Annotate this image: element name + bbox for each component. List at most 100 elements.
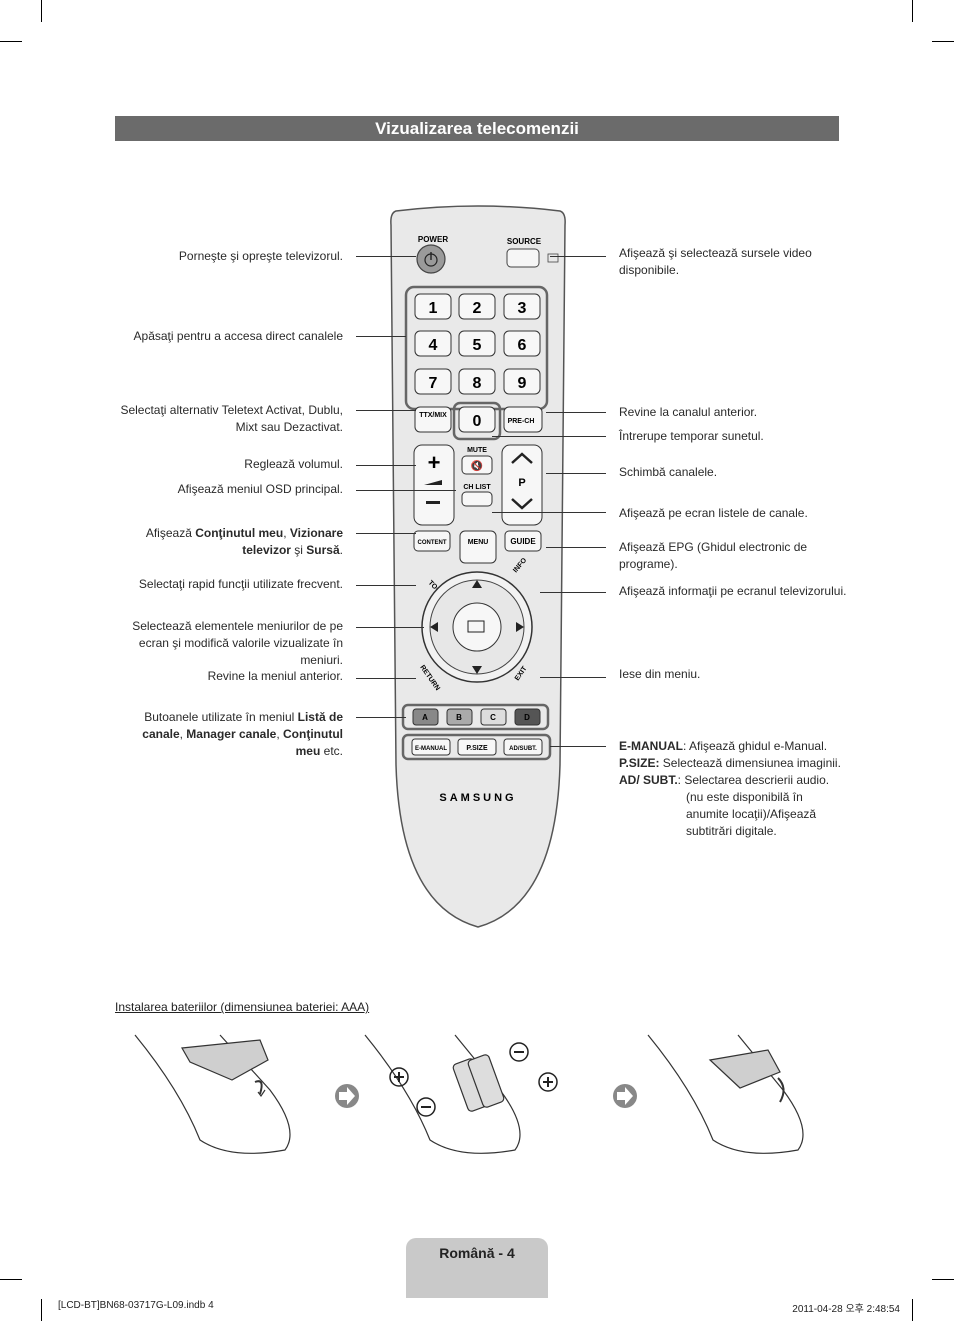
source-icon bbox=[547, 253, 559, 263]
digit-9: 9 bbox=[518, 375, 527, 392]
mute-description: Întrerupe temporar sunetul. bbox=[619, 429, 764, 443]
mute-label: MUTE bbox=[467, 447, 487, 454]
digit-2-button[interactable] bbox=[458, 293, 496, 320]
ttx-mix-label: TTX/MIX bbox=[419, 412, 447, 419]
footer-tab bbox=[406, 1238, 548, 1298]
enter-button[interactable] bbox=[452, 602, 502, 652]
content-button[interactable] bbox=[413, 530, 451, 552]
nav-left-icon[interactable] bbox=[430, 622, 438, 632]
digit-8: 8 bbox=[473, 375, 482, 392]
color-keys-description: Butoanele utilizate în meniul Listă de c… bbox=[142, 710, 343, 758]
nav-down-icon[interactable] bbox=[472, 666, 482, 674]
digit-8-button[interactable] bbox=[458, 368, 496, 395]
digit-5-button[interactable] bbox=[458, 330, 496, 357]
plus-icon bbox=[389, 1067, 409, 1087]
pre-ch-description: Revine la canalul anterior. bbox=[619, 405, 758, 419]
nav-up-icon[interactable] bbox=[472, 580, 482, 588]
ch-list-description: Afişează pe ecran listele de canale. bbox=[619, 506, 808, 520]
enter-icon bbox=[467, 620, 485, 633]
digit-0-button[interactable] bbox=[458, 406, 496, 433]
power-description: Porneşte şi opreşte televizorul. bbox=[178, 249, 343, 263]
leader-line bbox=[546, 547, 606, 548]
pre-ch-button[interactable] bbox=[503, 406, 543, 433]
crop-mark bbox=[41, 0, 42, 22]
leader-line bbox=[546, 412, 606, 413]
color-key-a[interactable] bbox=[412, 708, 439, 726]
ttx-mix-button[interactable] bbox=[414, 406, 452, 433]
battery-heading: Instalarea bateriilor (dimensiunea bater… bbox=[115, 1000, 370, 1014]
ttx-description: Selectaţi alternativ Teletext Activat, D… bbox=[120, 403, 343, 434]
nav-right-icon[interactable] bbox=[516, 622, 524, 632]
volume-down-icon bbox=[426, 501, 440, 504]
digit-3-button[interactable] bbox=[503, 293, 541, 320]
crop-mark bbox=[912, 0, 913, 22]
minus-icon bbox=[509, 1042, 529, 1062]
p-size-button[interactable] bbox=[457, 738, 497, 756]
pre-ch-label: PRE-CH bbox=[508, 418, 535, 425]
crop-mark bbox=[41, 1299, 42, 1321]
digit-4-button[interactable] bbox=[414, 330, 452, 357]
guide-label: GUIDE bbox=[510, 537, 536, 546]
guide-button[interactable] bbox=[504, 530, 542, 552]
leader-line bbox=[356, 490, 456, 491]
crop-mark bbox=[912, 1299, 913, 1321]
color-key-d[interactable] bbox=[514, 708, 541, 726]
digit-6: 6 bbox=[518, 337, 527, 354]
ch-list-button[interactable] bbox=[461, 491, 493, 507]
page-title: Vizualizarea telecomenzii bbox=[115, 116, 839, 141]
power-label: POWER bbox=[418, 235, 448, 244]
color-key-b[interactable] bbox=[446, 708, 473, 726]
menu-button[interactable] bbox=[459, 530, 497, 564]
digit-9-button[interactable] bbox=[503, 368, 541, 395]
leader-line bbox=[356, 678, 416, 679]
return-description: Revine la meniul anterior. bbox=[207, 669, 343, 683]
channel-rocker[interactable] bbox=[501, 444, 543, 526]
color-key-d-label: D bbox=[524, 713, 530, 722]
leader-line bbox=[356, 533, 416, 534]
crop-mark bbox=[0, 1279, 22, 1280]
leader-line bbox=[356, 256, 416, 257]
source-button[interactable] bbox=[506, 248, 540, 268]
channel-up-icon bbox=[511, 452, 533, 464]
ad-subt-label: AD/SUBT. bbox=[509, 746, 537, 752]
exit-description: Iese din meniu. bbox=[619, 667, 701, 681]
color-key-c[interactable] bbox=[480, 708, 507, 726]
crop-mark bbox=[0, 41, 22, 42]
content-label: CONTENT bbox=[418, 540, 447, 546]
mute-icon: 🔇 bbox=[471, 459, 483, 472]
menu-label: MENU bbox=[468, 539, 489, 546]
leader-line bbox=[356, 717, 406, 718]
digit-1-button[interactable] bbox=[414, 293, 452, 320]
page-number: Română - 4 bbox=[439, 1245, 515, 1261]
channel-description: Schimbă canalele. bbox=[619, 465, 718, 479]
leader-line bbox=[356, 627, 424, 628]
mute-button[interactable] bbox=[461, 455, 493, 475]
remote-control-illustration: POWER SOURCE 1 2 3 4 5 6 7 8 9 0 TTX/MIX… bbox=[390, 205, 566, 928]
volume-ramp-icon bbox=[424, 480, 442, 485]
e-manual-button[interactable] bbox=[411, 738, 451, 756]
volume-up-icon: + bbox=[428, 450, 441, 475]
digit-2: 2 bbox=[473, 300, 482, 317]
digit-7-button[interactable] bbox=[414, 368, 452, 395]
digit-4: 4 bbox=[429, 337, 438, 354]
digit-1: 1 bbox=[429, 300, 438, 317]
color-key-c-label: C bbox=[490, 713, 496, 722]
leader-line bbox=[356, 585, 416, 586]
digit-7: 7 bbox=[429, 375, 438, 392]
leader-line bbox=[356, 410, 416, 411]
leader-line bbox=[546, 473, 606, 474]
crop-mark bbox=[932, 1279, 954, 1280]
leader-line bbox=[492, 436, 606, 437]
function-keys-description: E-MANUAL: Afişează ghidul e-Manual. P.SI… bbox=[619, 739, 841, 838]
leader-line bbox=[492, 512, 606, 513]
digit-3: 3 bbox=[518, 300, 527, 317]
ad-subt-button[interactable] bbox=[503, 738, 543, 756]
ch-list-label: CH LIST bbox=[463, 484, 491, 491]
color-key-b-label: B bbox=[456, 713, 462, 722]
source-label: SOURCE bbox=[507, 237, 542, 246]
digit-6-button[interactable] bbox=[503, 330, 541, 357]
volume-description: Reglează volumul. bbox=[244, 457, 343, 471]
